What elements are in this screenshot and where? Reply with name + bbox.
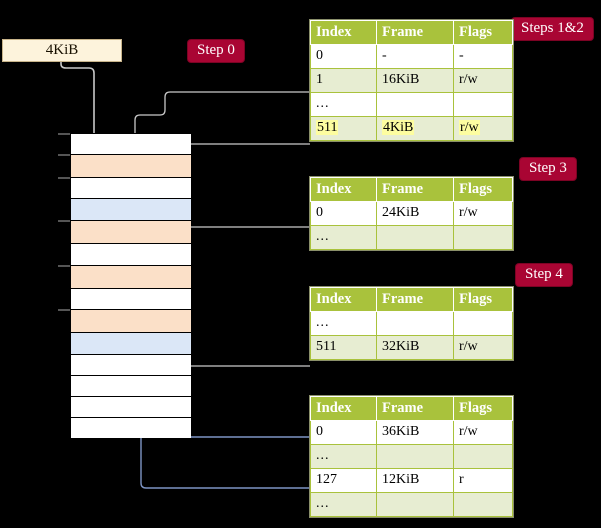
source-frame-label: 4KiB bbox=[45, 42, 79, 58]
column-header-index: Index bbox=[310, 287, 377, 312]
cell-frame: 36KiB bbox=[376, 420, 454, 445]
memory-frame-row bbox=[71, 221, 191, 244]
memory-frame-row bbox=[71, 355, 191, 376]
memory-frame-row bbox=[71, 155, 191, 178]
cell-flags bbox=[453, 311, 513, 336]
cell-frame bbox=[376, 492, 454, 517]
badge-step-0-label: Step 0 bbox=[197, 42, 235, 58]
memory-frame-row bbox=[71, 310, 191, 333]
cell-index: 0 bbox=[310, 44, 377, 69]
cell-flags: - bbox=[453, 44, 513, 69]
badge-steps-1-2: Steps 1&2 bbox=[512, 18, 593, 40]
cell-flags bbox=[453, 444, 513, 469]
cell-frame: 24KiB bbox=[376, 201, 454, 226]
column-header-index: Index bbox=[310, 396, 377, 421]
cell-index: 511 bbox=[310, 335, 377, 360]
badge-step-3: Step 3 bbox=[520, 158, 576, 180]
cell-frame: 16KiB bbox=[376, 68, 454, 93]
badge-step-4: Step 4 bbox=[516, 264, 572, 286]
table-row[interactable]: 0-- bbox=[310, 44, 513, 69]
cell-index: 1 bbox=[310, 68, 377, 93]
memory-row-tick bbox=[58, 154, 70, 156]
memory-row-tick bbox=[58, 265, 70, 267]
column-header-index: Index bbox=[310, 177, 377, 202]
memory-frame-row bbox=[71, 418, 191, 438]
cell-index: ... bbox=[310, 492, 377, 517]
cell-frame: 4KiB bbox=[376, 116, 454, 141]
cell-index: ... bbox=[310, 225, 377, 250]
cell-frame: - bbox=[376, 44, 454, 69]
table-row[interactable]: ... bbox=[310, 311, 513, 336]
column-header-flags: Flags bbox=[453, 287, 513, 312]
cell-flags: r/w bbox=[453, 335, 513, 360]
cell-flags bbox=[453, 492, 513, 517]
cell-index: 127 bbox=[310, 468, 377, 493]
cell-index: 0 bbox=[310, 420, 377, 445]
column-header-flags: Flags bbox=[453, 396, 513, 421]
column-header-frame: Frame bbox=[376, 20, 454, 45]
badge-step-4-label: Step 4 bbox=[525, 266, 563, 282]
cell-flags bbox=[453, 225, 513, 250]
badge-step-0: Step 0 bbox=[188, 40, 244, 62]
cell-frame: 32KiB bbox=[376, 335, 454, 360]
badge-step-3-label: Step 3 bbox=[529, 160, 567, 176]
cell-frame bbox=[376, 225, 454, 250]
cell-index: ... bbox=[310, 311, 377, 336]
column-header-index: Index bbox=[310, 20, 377, 45]
cell-frame bbox=[376, 444, 454, 469]
column-header-flags: Flags bbox=[453, 20, 513, 45]
memory-row-tick bbox=[58, 133, 70, 135]
cell-index: ... bbox=[310, 92, 377, 117]
memory-row-tick bbox=[58, 309, 70, 311]
cell-flags: r/w bbox=[453, 116, 513, 141]
physical-memory-column bbox=[70, 133, 191, 438]
cell-index: 0 bbox=[310, 201, 377, 226]
column-header-frame: Frame bbox=[376, 287, 454, 312]
column-header-frame: Frame bbox=[376, 396, 454, 421]
memory-frame-row bbox=[71, 289, 191, 310]
table-row[interactable]: ... bbox=[310, 225, 513, 250]
cell-flags: r bbox=[453, 468, 513, 493]
memory-frame-row bbox=[71, 244, 191, 266]
memory-row-tick bbox=[58, 220, 70, 222]
wire-pdpt-0-to-mem bbox=[171, 226, 310, 295]
cell-frame: 12KiB bbox=[376, 468, 454, 493]
cell-flags: r/w bbox=[453, 420, 513, 445]
badge-steps-1-2-label: Steps 1&2 bbox=[521, 20, 584, 36]
cell-flags: r/w bbox=[453, 201, 513, 226]
memory-frame-row bbox=[71, 333, 191, 355]
table-row[interactable]: ... bbox=[310, 92, 513, 117]
table-row[interactable]: ... bbox=[310, 492, 513, 517]
memory-frame-row bbox=[71, 376, 191, 397]
cell-frame bbox=[376, 92, 454, 117]
memory-frame-row bbox=[71, 134, 191, 155]
column-header-frame: Frame bbox=[376, 177, 454, 202]
table-row[interactable]: ... bbox=[310, 444, 513, 469]
cell-flags: r/w bbox=[453, 68, 513, 93]
memory-frame-row bbox=[71, 178, 191, 199]
cell-frame bbox=[376, 311, 454, 336]
memory-row-tick bbox=[58, 177, 70, 179]
memory-frame-row bbox=[71, 266, 191, 289]
memory-frame-row bbox=[71, 397, 191, 418]
memory-frame-row bbox=[71, 199, 191, 221]
cell-index: ... bbox=[310, 444, 377, 469]
column-header-flags: Flags bbox=[453, 177, 513, 202]
cell-flags bbox=[453, 92, 513, 117]
cell-index: 511 bbox=[310, 116, 377, 141]
source-frame-box: 4KiB bbox=[2, 39, 122, 62]
